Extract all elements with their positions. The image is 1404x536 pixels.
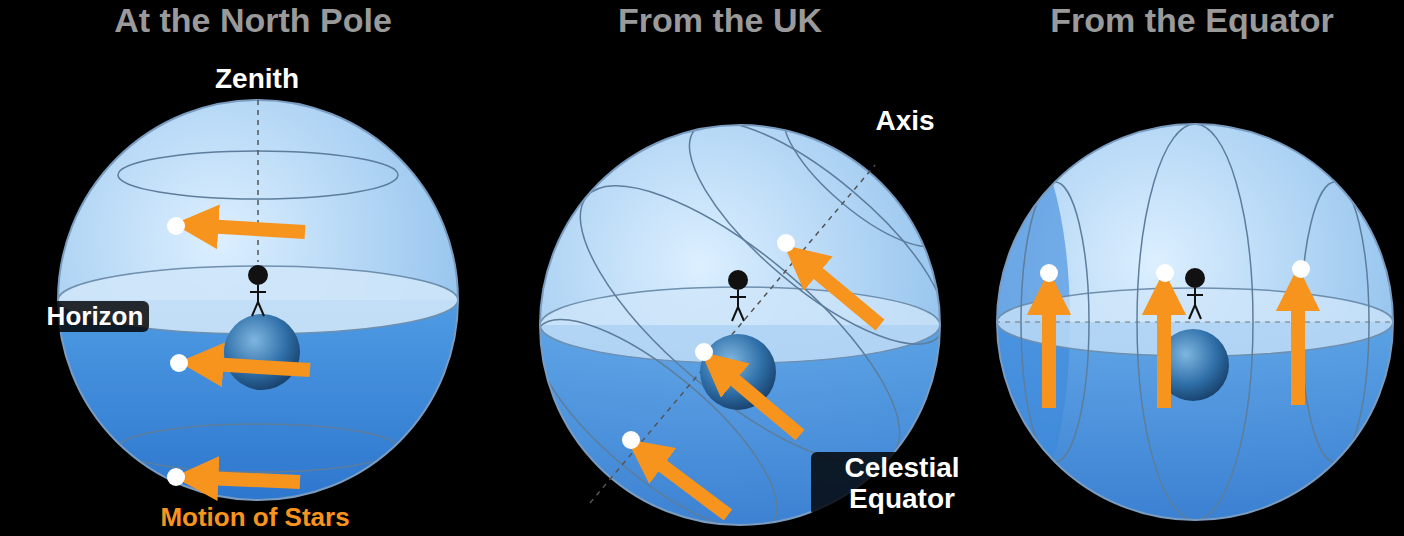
motion-label: Motion of Stars	[160, 503, 349, 532]
panel-heading: At the North Pole	[114, 2, 392, 39]
equator-label: Celestial Equator	[811, 452, 993, 516]
panel-heading: From the Equator	[1050, 2, 1333, 39]
north-pole-sphere	[40, 100, 480, 520]
equator-sphere	[950, 124, 1400, 532]
zenith-label: Zenith	[215, 64, 299, 95]
axis-label: Axis	[875, 106, 934, 137]
panel-heading: From the UK	[618, 2, 822, 39]
horizon-label: Horizon	[41, 301, 150, 332]
